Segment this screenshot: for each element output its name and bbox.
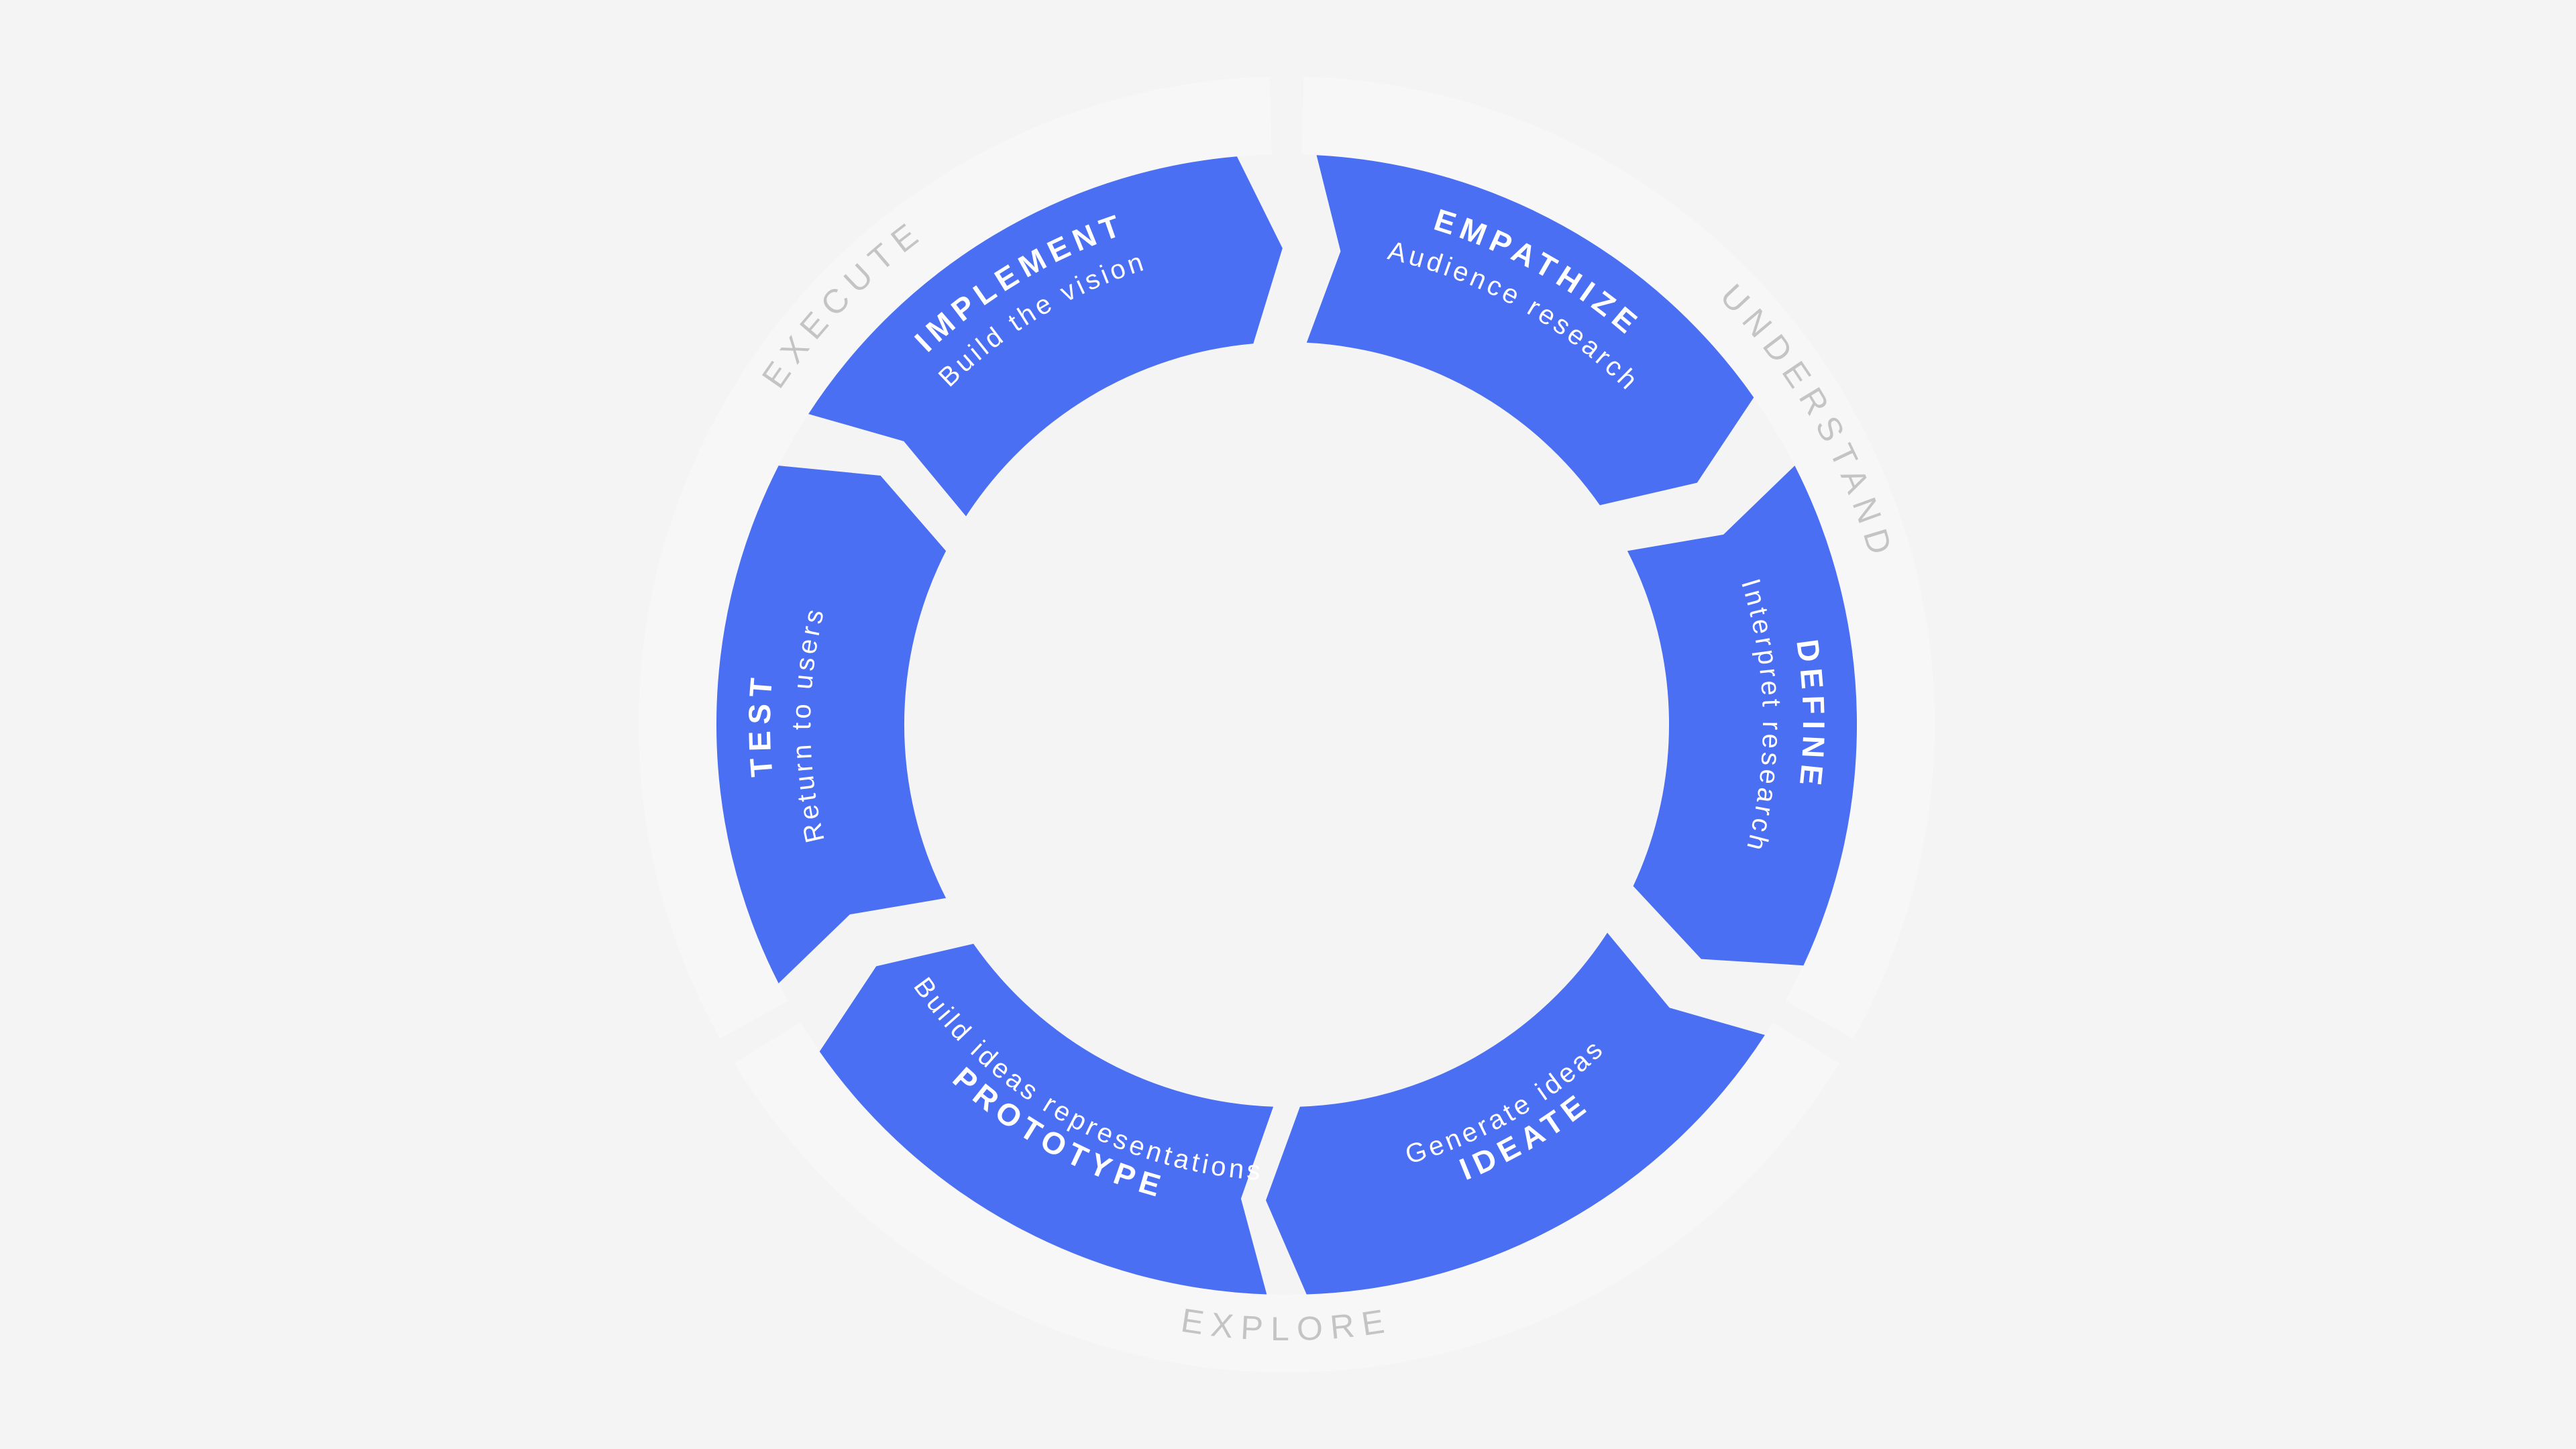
phase-arc-understand	[1301, 76, 1935, 1039]
phase-arc-explore	[734, 1022, 1839, 1373]
stage-segment-ideate[interactable]	[1266, 932, 1765, 1295]
stage-segment-implement[interactable]	[808, 156, 1283, 517]
phase-arc-execute	[638, 76, 1272, 1039]
stage-segment-define[interactable]	[1627, 466, 1858, 966]
stage-segment-test[interactable]	[716, 466, 947, 983]
stage-segment-empathize[interactable]	[1306, 155, 1754, 506]
phase-ring	[638, 76, 1935, 1373]
stage-segment-prototype[interactable]	[819, 943, 1274, 1295]
